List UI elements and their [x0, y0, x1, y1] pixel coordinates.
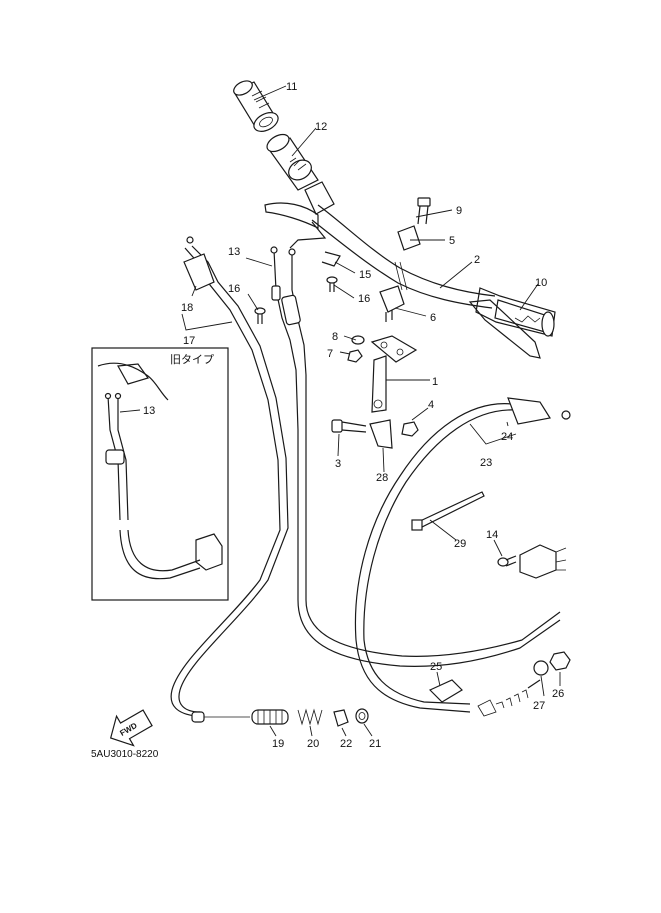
callout-8: 8: [332, 331, 338, 343]
callout-20: 20: [307, 738, 319, 750]
callout-12: 12: [315, 121, 327, 133]
callout-1: 1: [432, 376, 438, 388]
washer-8: [351, 335, 365, 345]
callout-5: 5: [449, 235, 455, 247]
inset-old-type: [91, 347, 229, 601]
callout-16-upper: 16: [358, 293, 370, 305]
adjuster-19: [251, 709, 289, 725]
callout-21: 21: [369, 738, 381, 750]
callout-2: 2: [474, 254, 480, 266]
upper-holder-5: [397, 225, 421, 251]
callout-28: 28: [376, 472, 388, 484]
nut-26: [549, 651, 571, 671]
callout-6: 6: [430, 312, 436, 324]
spring-20: [297, 708, 323, 726]
callout-9: 9: [456, 205, 462, 217]
bracket-28: [369, 419, 393, 449]
callout-22: 22: [340, 738, 352, 750]
cable-bracket-right: [519, 544, 567, 579]
bolt-3: [331, 419, 367, 433]
brake-cable-23: [354, 397, 571, 713]
inset-old-type-label: 旧タイプ: [170, 353, 214, 366]
cap-22: [333, 709, 349, 727]
grip-11: [233, 80, 279, 132]
callout-11: 11: [286, 81, 297, 93]
guide-25: [428, 679, 463, 703]
screw-16-upper: [326, 276, 338, 292]
callout-7: 7: [327, 348, 333, 360]
callout-15: 15: [359, 269, 371, 281]
callout-24: 24: [501, 431, 513, 443]
callout-26: 26: [552, 688, 564, 700]
bolt-14: [497, 555, 517, 567]
nut-7: [347, 349, 363, 363]
bolt-9: [417, 197, 431, 225]
nut-21: [355, 708, 369, 724]
callout-29: 29: [454, 538, 466, 550]
callout-18: 18: [181, 302, 193, 314]
clip-15: [321, 251, 341, 267]
callout-14: 14: [486, 529, 498, 541]
pin-27: [533, 660, 549, 676]
callout-3: 3: [335, 458, 341, 470]
fwd-arrow: FWD: [109, 709, 153, 747]
throttle-cable-13: [270, 246, 561, 667]
screw-16-left: [254, 307, 266, 324]
callout-13-inset: 13: [143, 405, 155, 417]
callout-10: 10: [535, 277, 547, 289]
clutch-cable-17: [170, 236, 289, 717]
throttle-grip-12: [266, 133, 319, 191]
brake-adjuster: [477, 679, 541, 717]
callout-17: 17: [183, 335, 195, 347]
nut-4: [401, 421, 419, 437]
callout-16-left: 16: [228, 283, 240, 295]
callout-23: 23: [480, 457, 492, 469]
callout-27: 27: [533, 700, 545, 712]
bracket-1: [370, 335, 418, 413]
callout-25: 25: [430, 661, 442, 673]
callouts: 11 12 9 5 2 10 13 15 16 16 18 6 17 8 7 1…: [91, 81, 564, 760]
callout-19: 19: [272, 738, 284, 750]
leader-lines: [119, 85, 561, 737]
cable-tie-29: [411, 491, 485, 531]
callout-13: 13: [228, 246, 240, 258]
diagram-code: 5AU3010-8220: [91, 749, 159, 760]
cable-end-fitting: [191, 711, 250, 723]
grip-10: [468, 287, 556, 359]
callout-4: 4: [428, 399, 434, 411]
lower-holder-6: [379, 285, 405, 322]
handlebar: [264, 181, 496, 309]
